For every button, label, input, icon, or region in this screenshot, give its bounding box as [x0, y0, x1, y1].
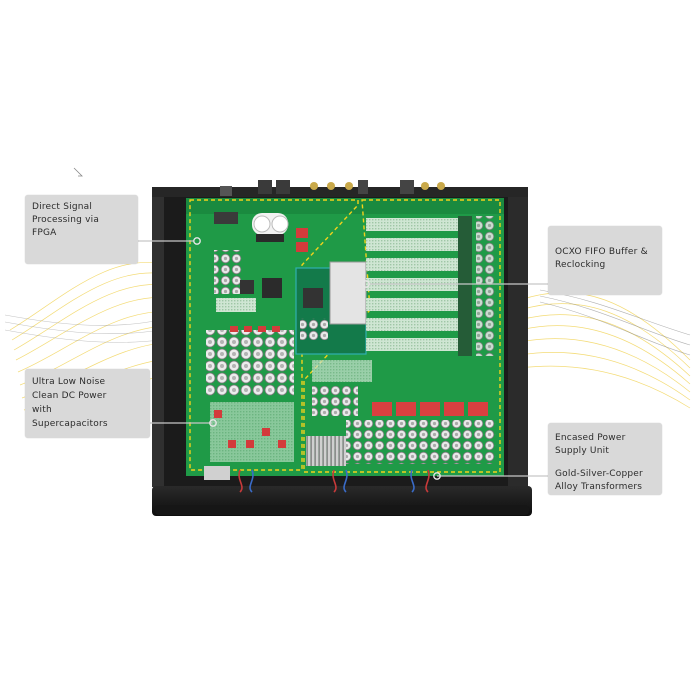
callout-psu-gap	[555, 458, 655, 468]
callout-dc-power-line-4: Supercapacitors	[32, 419, 108, 429]
callout-fpga: Direct Signal Processing via FPGA	[25, 195, 138, 264]
pcb-shade-strip	[186, 198, 504, 214]
front-panel-highlight	[155, 505, 529, 515]
ocxo-caps	[300, 318, 328, 340]
chassis-rear-wall	[152, 187, 528, 197]
callout-fpga-line-1: Direct Signal	[32, 202, 93, 212]
callout-dc-power-line-1: Ultra Low Noise	[32, 377, 106, 387]
ocxo-chip	[303, 288, 323, 308]
red-capacitor-row	[230, 326, 280, 332]
decorative-lines-right-gray	[539, 289, 691, 356]
lower-left-red-parts	[214, 410, 286, 448]
callout-dc-power-line-2: Clean DC Power	[32, 391, 107, 401]
decorative-waves-right	[519, 292, 691, 409]
fpga-zone-outline	[189, 199, 359, 471]
callout-psu-line-4: Alloy Transformers	[555, 482, 643, 492]
lower-left-components	[210, 402, 294, 462]
supercapacitor-array	[206, 330, 294, 396]
chassis-left-wall	[152, 187, 164, 487]
callout-psu-line-3: Gold-Silver-Copper	[555, 469, 643, 479]
callout-fpga-line-3: FPGA	[32, 228, 57, 238]
callout-markers	[193, 237, 441, 480]
callout-ocxo: OCXO FIFO Buffer & Reclocking	[548, 226, 662, 295]
psu-capacitor-array	[346, 420, 496, 464]
decorative-lines-left-gray	[4, 314, 161, 343]
chassis-right-wall	[508, 187, 528, 487]
transformer-wires	[238, 469, 430, 493]
psu-upper-capacitors	[312, 386, 358, 416]
callout-psu: Encased Power Supply Unit Gold-Silver-Co…	[548, 423, 662, 495]
callout-dc-power-line-3: with	[32, 405, 52, 415]
ocxo-shield-can	[329, 261, 367, 325]
callout-dc-power: Ultra Low Noise Clean DC Power with Supe…	[25, 369, 150, 438]
callout-psu-line-1: Encased Power	[555, 433, 626, 443]
rear-connectors	[220, 180, 445, 196]
red-film-capacitors	[372, 402, 488, 416]
callout-psu-line-2: Supply Unit	[555, 446, 610, 456]
heatsink	[306, 436, 346, 466]
power-inlet	[204, 466, 230, 480]
leader-lines	[138, 240, 548, 477]
fpga-area-components	[214, 212, 308, 312]
psu-left-block	[312, 360, 372, 382]
callout-ocxo-line-2: Reclocking	[555, 260, 606, 270]
callout-fpga-line-2: Processing via	[32, 215, 100, 225]
callout-ocxo-line-1: OCXO FIFO Buffer &	[555, 247, 648, 257]
dac-channel-modules	[366, 216, 496, 356]
cursor-icon	[73, 167, 83, 177]
